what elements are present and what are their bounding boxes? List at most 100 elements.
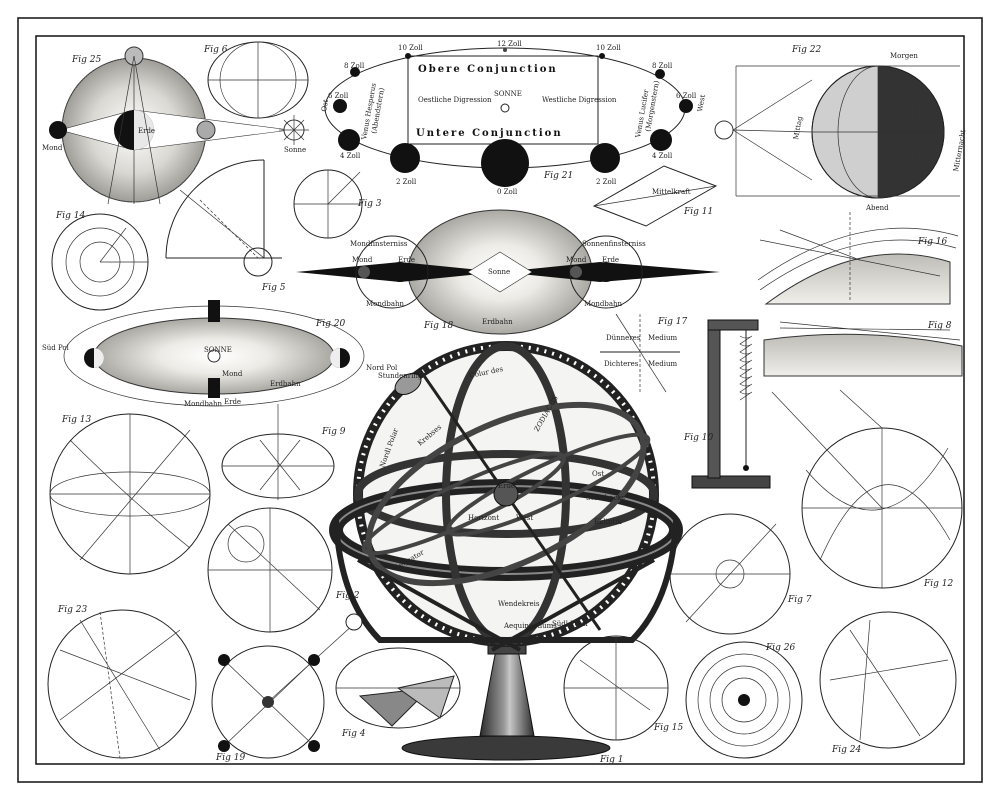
fig25-earth-moon-eclipse xyxy=(49,46,309,205)
fig11-label: Fig 11 xyxy=(683,207,713,217)
fig6-ellipse-diagram xyxy=(207,41,309,119)
fig21-sonne-label: SONNE xyxy=(494,90,522,98)
ost-label: Ost xyxy=(320,99,330,113)
fig1-erde-label: Erde xyxy=(498,482,515,490)
fig21-label: Fig 21 xyxy=(543,171,573,181)
fig8-horizon-dip xyxy=(763,321,963,377)
fig21-venus-orbit xyxy=(324,47,693,187)
fig25-erde-label: Erde xyxy=(138,127,155,135)
fig9-diagram xyxy=(221,404,335,500)
fig13-label: Fig 13 xyxy=(61,415,91,425)
fig12-sphere-projection xyxy=(771,389,963,589)
fig18-mondbahn-right-label: Mondbahn xyxy=(584,300,623,308)
fig4-label: Fig 4 xyxy=(341,729,366,739)
fig2-label: Fig 2 xyxy=(335,591,360,601)
fig3-label: Fig 3 xyxy=(357,199,382,209)
fig1-label: Fig 1 xyxy=(599,755,623,765)
fig3-circle-construction xyxy=(293,169,363,239)
fig17-label: Fig 17 xyxy=(657,317,687,327)
fig18-eclipse-diagram xyxy=(296,209,720,335)
fig16-label: Fig 16 xyxy=(917,237,947,247)
fig18-mond-left-label: Mond xyxy=(352,256,373,264)
westliche-digression-label: Westliche Digression xyxy=(542,96,617,104)
dunneres-label: Dünneres xyxy=(606,334,641,342)
fig23-orbit-diagram xyxy=(47,609,197,759)
mitternacht-label: Mitternacht xyxy=(952,129,967,172)
fig23-label: Fig 23 xyxy=(57,605,87,615)
zoll-2b-label: 2 Zoll xyxy=(596,178,617,186)
fig18-label: Fig 18 xyxy=(423,321,453,331)
fig25-mond-label: Mond xyxy=(42,144,63,152)
ekliptik-label: Ekliptik xyxy=(594,518,622,526)
fig7-circle xyxy=(669,513,791,635)
medium-bottom-label: Medium xyxy=(648,360,678,368)
fig10-label: Fig 10 xyxy=(683,433,713,443)
fig25-sonne-label: Sonne xyxy=(284,146,306,154)
zoll-6a-label: 6 Zoll xyxy=(328,92,349,100)
fig20-seasons-orbit xyxy=(63,300,365,407)
fig6-label: Fig 6 xyxy=(203,45,228,55)
sonnenfinsterniss-label: Sonnenfinsterniss xyxy=(582,240,646,248)
fig12-label: Fig 12 xyxy=(923,579,953,589)
fig20-mond-label: Mond xyxy=(222,370,243,378)
fig19-circle-with-earths xyxy=(211,613,363,759)
fig5-quadrant xyxy=(165,159,282,277)
fig17-refraction-media xyxy=(600,313,680,393)
fig5-label: Fig 5 xyxy=(261,283,286,293)
steinbocks-label: Steinbocks xyxy=(586,494,625,502)
fig26-label: Fig 26 xyxy=(765,643,795,653)
dichteres-label: Dichteres xyxy=(604,360,639,368)
fig15-circle-diagram xyxy=(563,635,669,741)
fig26-concentric-orbits xyxy=(685,641,803,759)
fig11-parallelogram xyxy=(592,165,718,227)
fig25-label: Fig 25 xyxy=(71,55,101,65)
zoll-4b-label: 4 Zoll xyxy=(652,152,673,160)
fig14-concentric-circles xyxy=(51,213,149,311)
zoll-6b-label: 6 Zoll xyxy=(676,92,697,100)
fig20-erdbahn-label: Erdbahn xyxy=(270,380,301,388)
fig24-construction xyxy=(819,611,957,749)
fig19-label: Fig 19 xyxy=(215,753,245,763)
fig20-mondbahn-label: Mondbahn xyxy=(184,400,223,408)
fig18-erde-left-label: Erde xyxy=(398,256,415,264)
fig13-sphere-projection xyxy=(49,413,211,575)
stundenring-label: Stundenring xyxy=(378,372,423,380)
fig20-erde-label: Erde xyxy=(224,398,241,406)
fig18-mond-right-label: Mond xyxy=(566,256,587,264)
fig18-sonne-label: Sonne xyxy=(488,268,510,276)
zoll-4a-label: 4 Zoll xyxy=(340,152,361,160)
fig2-circle-construction xyxy=(207,507,333,633)
fig14-label: Fig 14 xyxy=(55,211,85,221)
fig24-label: Fig 24 xyxy=(831,745,861,755)
medium-top-label: Medium xyxy=(648,334,678,342)
zoll-8a-label: 8 Zoll xyxy=(344,62,365,70)
obere-conjunction-label: Obere Conjunction xyxy=(418,64,558,75)
fig10-spring-apparatus xyxy=(691,319,771,489)
morgen-label: Morgen xyxy=(890,52,918,60)
fig18-mondbahn-left-label: Mondbahn xyxy=(366,300,405,308)
sudl-polar-label: Südl Polar xyxy=(552,620,589,628)
fig4-ellipse-sectors xyxy=(335,647,461,729)
fig9-label: Fig 9 xyxy=(321,427,346,437)
fig20-sonne-label: SONNE xyxy=(204,346,232,354)
fig1-west-label: West xyxy=(516,514,533,522)
west-label: West xyxy=(696,94,707,112)
fig1-armillary-sphere xyxy=(329,341,683,761)
zoll-10a-label: 10 Zoll xyxy=(398,44,423,52)
sud-pol-label: Süd Pol xyxy=(42,344,70,352)
zoll-0-label: 0 Zoll xyxy=(497,188,518,196)
zoll-12-label: 12 Zoll xyxy=(497,40,522,48)
nord-pol-label: Nord Pol xyxy=(366,364,398,372)
fig16-atmosphere-refraction xyxy=(757,212,959,305)
fig8-label: Fig 8 xyxy=(927,321,952,331)
mittelkraft-label: Mittelkraft xyxy=(652,188,691,196)
mondfinsterniss-label: Mondfinsterniss xyxy=(350,240,408,248)
zoll-10b-label: 10 Zoll xyxy=(596,44,621,52)
zoll-8b-label: 8 Zoll xyxy=(652,62,673,70)
zoll-2a-label: 2 Zoll xyxy=(396,178,417,186)
fig20-label: Fig 20 xyxy=(315,319,345,329)
fig1-ost-label: Ost xyxy=(592,470,604,478)
abend-label: Abend xyxy=(865,204,889,212)
fig22-earth-day-night xyxy=(714,65,960,199)
